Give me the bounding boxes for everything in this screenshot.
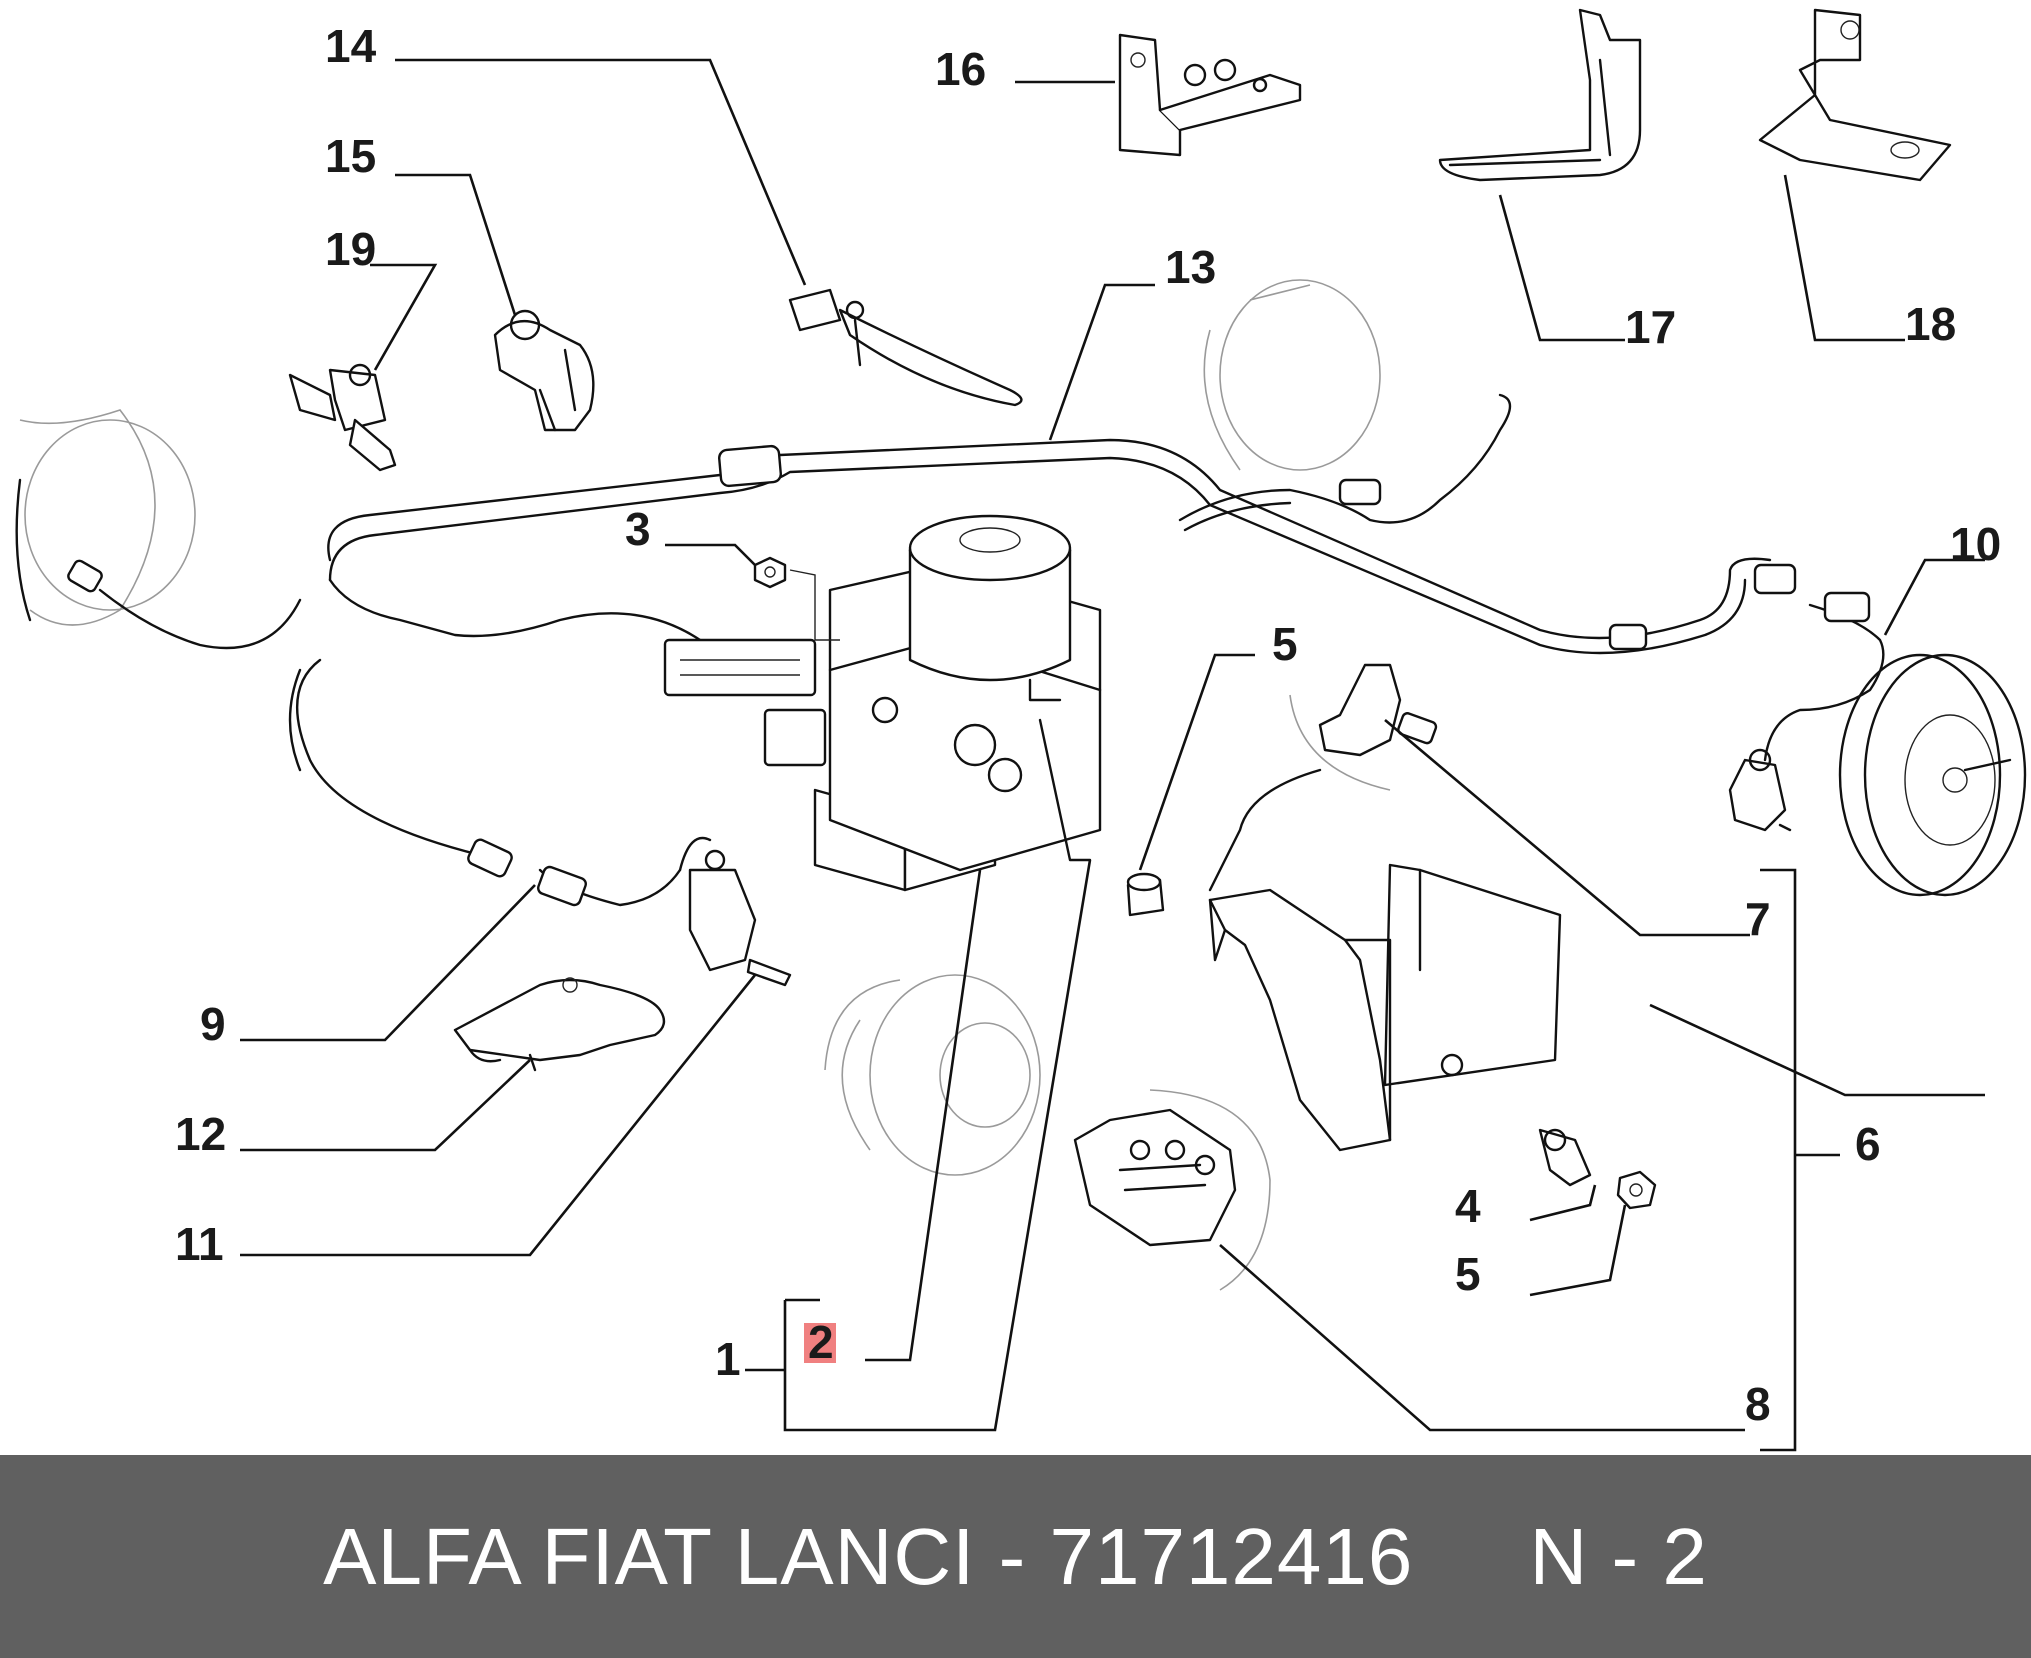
callout-16: 16 bbox=[935, 43, 986, 95]
callout-1: 1 bbox=[715, 1333, 741, 1385]
sensor-7 bbox=[1208, 663, 1402, 892]
callout-5-lower: 5 bbox=[1455, 1248, 1481, 1300]
callout-9: 9 bbox=[200, 998, 226, 1050]
ghost-wheel-right-top bbox=[1203, 279, 1381, 471]
callout-15: 15 bbox=[325, 130, 376, 182]
wheel-sensor-9 bbox=[688, 849, 757, 972]
leader-lines bbox=[240, 58, 1985, 1452]
callout-labels: 14 15 19 16 17 18 13 10 3 5 7 6 4 5 8 9 … bbox=[175, 20, 2001, 1430]
callout-11: 11 bbox=[175, 1218, 224, 1270]
ghost-disc-center bbox=[824, 974, 1041, 1176]
screw-11 bbox=[746, 958, 792, 987]
bracket-12 bbox=[453, 977, 666, 1072]
callout-6: 6 bbox=[1855, 1118, 1881, 1170]
highlight-box-2 bbox=[804, 1323, 836, 1363]
wiring-harness bbox=[67, 393, 1885, 907]
bracket-6 bbox=[1208, 863, 1562, 1152]
ghost-wheel-left bbox=[15, 409, 196, 626]
footer-part-number-text: ALFA FIAT LANCI - 71712416 N - 2 bbox=[323, 1511, 1708, 1601]
callout-19: 19 bbox=[325, 223, 376, 275]
bracket-17 bbox=[1438, 8, 1642, 182]
callout-2: 2 bbox=[808, 1316, 834, 1368]
nut-5-lower bbox=[1616, 1170, 1657, 1210]
sensor-19 bbox=[288, 363, 397, 472]
speed-sensor-14 bbox=[788, 288, 1023, 407]
callout-7: 7 bbox=[1745, 893, 1771, 945]
callout-13: 13 bbox=[1165, 241, 1216, 293]
callout-12: 12 bbox=[175, 1108, 226, 1160]
callout-3: 3 bbox=[625, 503, 651, 555]
ghost-circle-bracket bbox=[1149, 694, 1391, 1291]
brake-drum-right bbox=[1838, 653, 2027, 897]
spacer-5-upper bbox=[1126, 872, 1165, 917]
callout-5-upper: 5 bbox=[1272, 618, 1298, 670]
callout-18: 18 bbox=[1905, 298, 1956, 350]
callout-10: 10 bbox=[1950, 518, 2001, 570]
bracket-18 bbox=[1758, 8, 1952, 182]
callout-8: 8 bbox=[1745, 1378, 1771, 1430]
footer-banner: ALFA FIAT LANCI - 71712416 N - 2 bbox=[0, 1455, 2031, 1658]
bracket-8 bbox=[1073, 1108, 1237, 1247]
callout-4: 4 bbox=[1455, 1180, 1481, 1232]
bracket-16 bbox=[1118, 33, 1302, 157]
sensor-15 bbox=[493, 309, 595, 432]
abs-exploded-parts-diagram: 14 15 19 16 17 18 13 10 3 5 7 6 4 5 8 9 … bbox=[15, 8, 2027, 1452]
callout-17: 17 bbox=[1625, 301, 1676, 353]
nut-3 bbox=[753, 556, 840, 641]
abs-hydraulic-unit bbox=[663, 514, 1102, 892]
wheel-sensor-10 bbox=[1728, 748, 1792, 832]
callout-14: 14 bbox=[325, 20, 377, 72]
bolt-4 bbox=[1538, 1128, 1592, 1187]
